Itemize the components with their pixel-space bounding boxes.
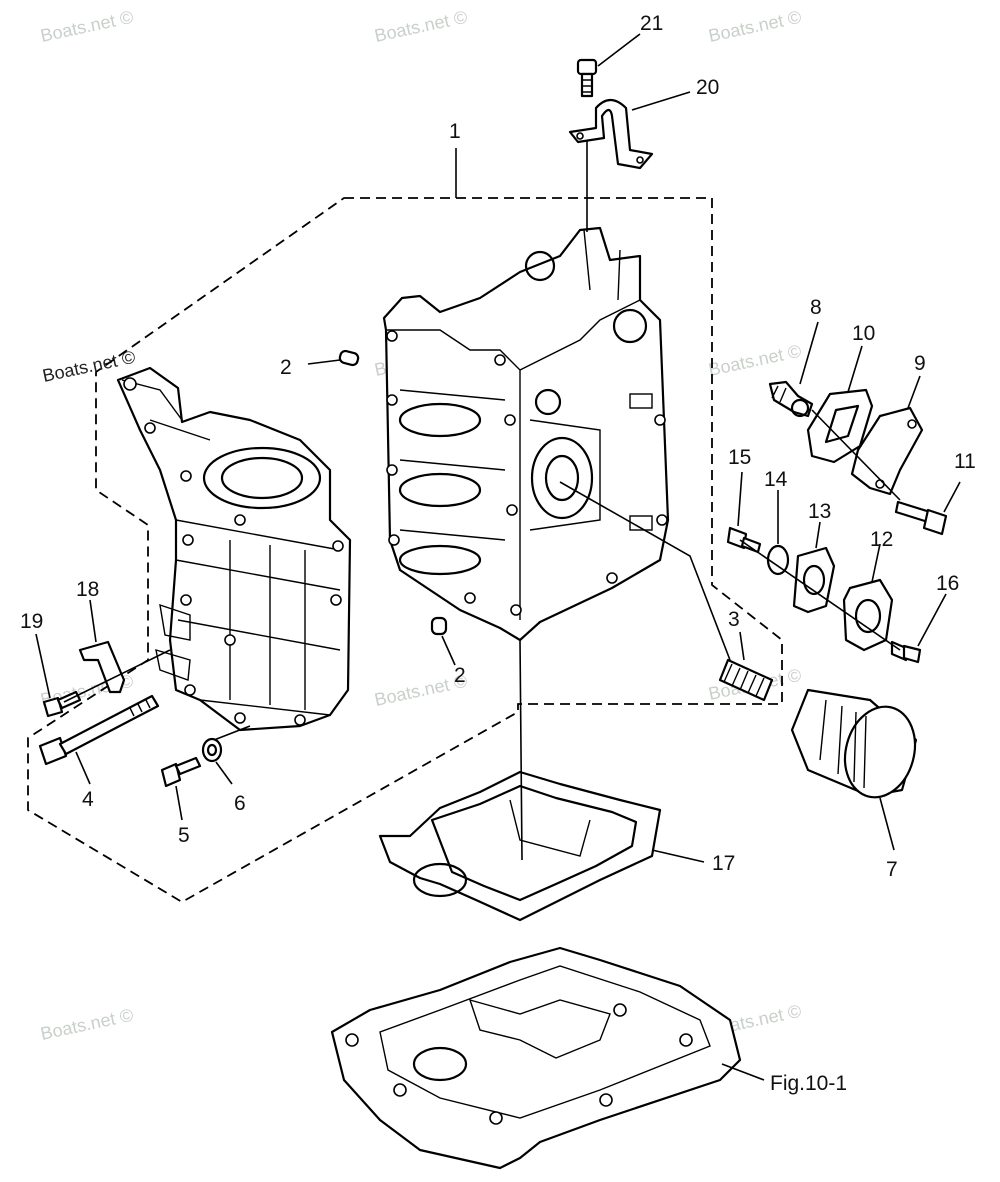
figure-reference: Fig.10-1	[770, 1072, 847, 1095]
crankcase-half	[116, 366, 352, 732]
callout-20: 20	[696, 76, 719, 99]
callout-2-upper: 2	[280, 356, 292, 379]
watermark: Boats.net ©	[39, 1005, 135, 1044]
assembly-boundary	[27, 197, 783, 904]
bolt-11	[894, 481, 961, 536]
bolt-16	[890, 593, 947, 664]
dowel-pin-lower	[430, 616, 456, 666]
callout-8: 8	[810, 296, 822, 319]
callout-1: 1	[449, 120, 461, 143]
leader-sensor-chain	[811, 409, 901, 501]
callout-10: 10	[852, 322, 875, 345]
callout-2-lower: 2	[454, 664, 466, 687]
callout-17: 17	[712, 852, 735, 875]
watermark: Boats.net ©	[707, 7, 803, 46]
spacer-14	[766, 490, 790, 576]
oil-filter	[790, 688, 918, 851]
callout-9: 9	[914, 352, 926, 375]
callout-14: 14	[764, 468, 788, 491]
bolt-5	[160, 756, 202, 821]
callout-6: 6	[234, 792, 246, 815]
washer-6	[201, 725, 251, 785]
watermark: Boats.net ©	[373, 7, 469, 46]
gasket-13	[792, 521, 836, 614]
bolt-top	[576, 33, 641, 98]
sensor-cover	[850, 375, 924, 496]
bracket-18	[78, 599, 126, 694]
bolt-15	[726, 471, 762, 554]
bolt-19	[35, 633, 82, 718]
dowel-pin-upper	[307, 349, 360, 367]
watermark: Boats.net ©	[707, 341, 803, 380]
callout-19: 19	[20, 610, 43, 633]
leader-bracket-chain	[63, 649, 171, 703]
callout-12: 12	[870, 528, 893, 551]
callout-21: 21	[640, 12, 663, 35]
temperature-sensor	[768, 321, 819, 418]
gasket-17	[378, 639, 705, 922]
clamp-bracket	[568, 91, 691, 170]
callout-16: 16	[936, 572, 959, 595]
callout-13: 13	[808, 500, 831, 523]
leader-cover-chain	[739, 539, 901, 651]
watermark: Boats.net ©	[39, 7, 135, 46]
bolt-4	[38, 694, 160, 785]
stud	[559, 481, 774, 702]
cover-gasket	[806, 345, 874, 464]
cover-12	[842, 543, 894, 652]
cylinder-block	[382, 226, 670, 642]
callout-5: 5	[178, 824, 190, 847]
callout-11: 11	[954, 450, 976, 473]
lower-casing	[330, 946, 765, 1170]
callout-4: 4	[82, 788, 94, 811]
callout-18: 18	[76, 578, 99, 601]
callout-3: 3	[728, 608, 740, 631]
callout-15: 15	[728, 446, 751, 469]
callout-7: 7	[886, 858, 898, 881]
callout-labels: 1 2 2 3 4 5 6 7 8 9 10 11 12 13 14 15 16…	[20, 12, 976, 1095]
